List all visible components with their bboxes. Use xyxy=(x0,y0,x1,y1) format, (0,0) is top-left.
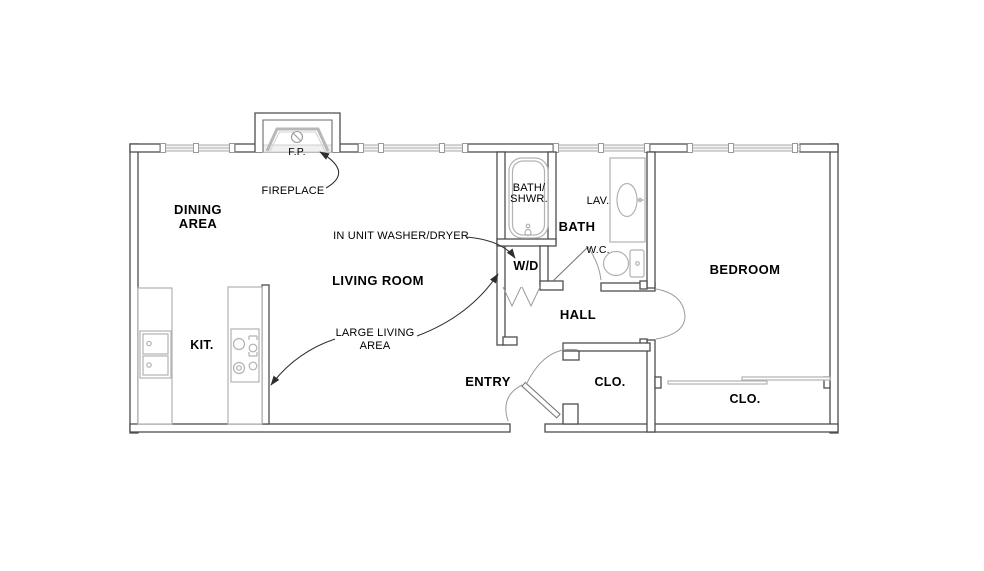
wall-wd-right xyxy=(539,245,549,285)
wall-living-bath-divider xyxy=(496,151,506,346)
hall-label: HALL xyxy=(560,307,596,322)
firebox xyxy=(265,127,330,152)
sliding-door xyxy=(741,376,831,381)
stove-burner xyxy=(236,365,242,371)
washer-dryer-label: W/D xyxy=(513,259,538,273)
labels: DINING AREA KIT. LIVING ROOM ENTRY HALL … xyxy=(174,146,780,406)
wall-segment xyxy=(467,143,554,153)
bath-fixtures xyxy=(508,157,646,278)
annotation-leaders xyxy=(270,151,516,386)
sliding-door xyxy=(667,380,768,385)
large-living-annotation-line2: AREA xyxy=(360,340,391,352)
wall-hall-closet-top xyxy=(562,342,651,352)
hall-closet-label: CLO. xyxy=(594,375,625,389)
wall-bedroom-divider-upper xyxy=(646,151,656,289)
stove-burner xyxy=(232,337,246,351)
wall-wd-top xyxy=(496,238,557,247)
dining-area-label-line2: AREA xyxy=(179,216,218,231)
large-living-leader-left xyxy=(270,338,336,386)
sink-drain xyxy=(146,362,152,368)
large-living-annotation-line1: LARGE LIVING xyxy=(336,327,415,339)
wall-segment xyxy=(544,423,839,433)
lavatory-label: LAV. xyxy=(587,195,610,207)
stove-burner xyxy=(232,361,246,375)
wall-segment xyxy=(502,336,518,346)
fireplace-inner-box xyxy=(262,119,333,152)
entry-door-leaf xyxy=(521,381,561,419)
entry-label: ENTRY xyxy=(465,374,511,389)
stove-burner xyxy=(248,361,258,371)
bath-door-leaf xyxy=(552,246,589,282)
sink-basin xyxy=(142,355,169,376)
bedroom-door-swing xyxy=(655,288,686,318)
windows xyxy=(159,143,801,153)
tub-shower-label-line2: SHWR. xyxy=(510,193,548,205)
dining-area-label-line1: DINING xyxy=(174,202,222,217)
tub-drain xyxy=(524,228,532,237)
hall-closet-door-swing xyxy=(526,348,579,384)
washer-dryer-leader xyxy=(465,236,516,259)
wall-kitchen-partition xyxy=(261,284,270,425)
door-jamb xyxy=(562,403,579,425)
bedroom-label: BEDROOM xyxy=(710,262,781,277)
fireplace-fp-label: F.P. xyxy=(288,146,306,158)
toilet-flush xyxy=(635,261,640,266)
lavatory-faucet-handle xyxy=(637,197,643,203)
toilet-tank xyxy=(629,249,645,278)
tub-shower-label-line1: BATH/ xyxy=(513,182,546,194)
door-jamb xyxy=(562,350,580,361)
bathtub xyxy=(508,157,549,239)
bifold-door xyxy=(502,286,522,308)
sink-basin xyxy=(142,333,169,355)
stove-grate xyxy=(248,335,258,357)
kitchen-fixtures xyxy=(137,286,263,425)
bedroom-closet-label: CLO. xyxy=(729,392,760,406)
wall-segment xyxy=(829,143,839,434)
wall-segment xyxy=(649,143,688,153)
fireplace-leader xyxy=(319,151,340,189)
kitchen-label: KIT. xyxy=(190,338,213,352)
wall-segment xyxy=(129,143,139,434)
doors xyxy=(502,246,831,422)
wall-tub-room-right xyxy=(547,151,557,244)
window-mullions xyxy=(160,143,798,153)
washer-dryer-annotation: IN UNIT WASHER/DRYER xyxy=(333,230,469,242)
living-room-label: LIVING ROOM xyxy=(332,273,424,288)
entry-door-swing xyxy=(505,384,523,422)
interior-walls xyxy=(261,151,831,433)
flue-slash xyxy=(292,132,302,142)
fireplace xyxy=(254,112,341,153)
water-closet-label: W.C. xyxy=(586,244,610,256)
sink-drain xyxy=(146,340,152,347)
bedroom-door-leaf xyxy=(655,316,686,340)
stove-burner xyxy=(248,343,258,353)
wall-segment xyxy=(539,280,564,291)
closet-door-jamb xyxy=(654,376,662,389)
lavatory-sink xyxy=(616,182,638,218)
wall-segment xyxy=(129,143,161,153)
fireplace-annotation: FIREPLACE xyxy=(262,185,325,197)
large-living-leader-right xyxy=(416,273,499,337)
wall-segment xyxy=(799,143,839,153)
tub-faucet xyxy=(525,223,531,229)
wall-segment xyxy=(129,423,511,433)
toilet-bowl xyxy=(602,250,630,277)
wall-bedroom-divider-lower xyxy=(646,339,656,433)
bath-door-swing xyxy=(587,246,602,281)
door-jamb xyxy=(639,280,648,290)
bifold-door xyxy=(521,286,541,308)
bath-label: BATH xyxy=(559,219,596,234)
